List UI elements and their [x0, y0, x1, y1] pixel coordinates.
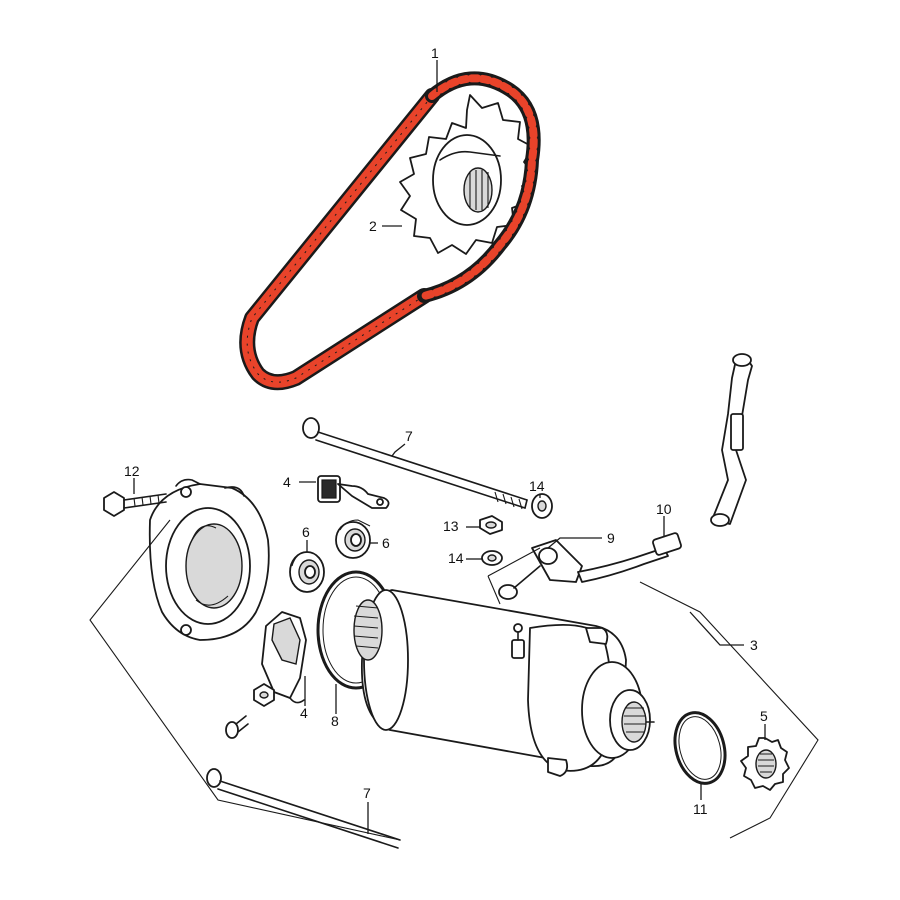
callout-9: 9: [607, 530, 615, 546]
callout-4-lower: 4: [300, 705, 308, 721]
callout-labels: 1 2 7 12 4 14 13 6 6 9 10 14 3 4 8 5 7 1…: [124, 45, 768, 817]
starter-motor-body[interactable]: [353, 589, 655, 777]
callout-11: 11: [693, 801, 708, 817]
callout-14-upper: 14: [529, 478, 545, 494]
drive-gear[interactable]: [740, 737, 790, 791]
starter-sprocket[interactable]: [399, 94, 536, 255]
nut-middle[interactable]: [479, 515, 503, 535]
callout-6-right: 6: [382, 535, 390, 551]
callout-6-left: 6: [302, 524, 310, 540]
callout-4-upper: 4: [283, 474, 291, 490]
o-ring-rear[interactable]: [668, 707, 733, 789]
small-nut[interactable]: [253, 683, 275, 707]
leader-lines: [133, 60, 766, 834]
through-bolt-lower[interactable]: [206, 768, 401, 849]
callout-3: 3: [750, 637, 758, 653]
drive-chain[interactable]: [239, 71, 541, 391]
rear-cover-housing[interactable]: [148, 478, 270, 641]
callout-13: 13: [443, 518, 459, 534]
brush-upper[interactable]: [317, 475, 390, 509]
through-bolt-upper[interactable]: [302, 417, 528, 510]
small-screw[interactable]: [225, 715, 249, 739]
assembly-frame: [89, 519, 819, 841]
cable-end-lead[interactable]: [710, 353, 753, 527]
callout-10: 10: [656, 501, 672, 517]
brush-lower[interactable]: [261, 611, 307, 704]
callout-1: 1: [431, 45, 439, 61]
callout-14-lower: 14: [448, 550, 464, 566]
callout-12: 12: [124, 463, 140, 479]
callout-7-lower: 7: [363, 785, 371, 801]
cover-screw[interactable]: [103, 491, 167, 517]
callout-7-upper: 7: [405, 428, 413, 444]
washer-lower[interactable]: [481, 550, 503, 566]
bearing-left[interactable]: [289, 551, 325, 593]
starter-cable[interactable]: [498, 532, 682, 600]
bearing-right[interactable]: [335, 519, 371, 559]
callout-2: 2: [369, 218, 377, 234]
callout-5: 5: [760, 708, 768, 724]
callout-8: 8: [331, 713, 339, 729]
nut-upper[interactable]: [531, 493, 553, 519]
